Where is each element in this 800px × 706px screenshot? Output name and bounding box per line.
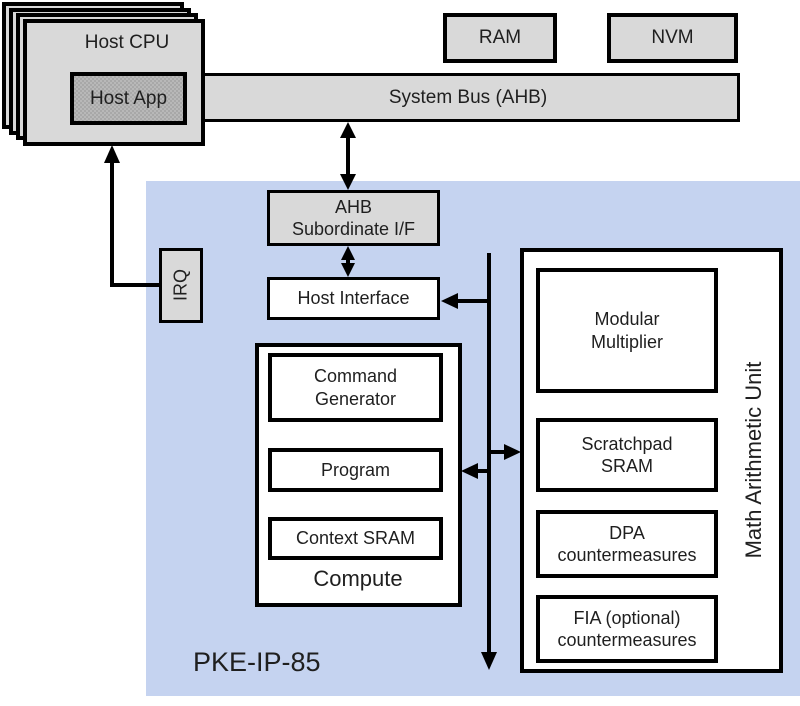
command-generator-line2: Generator: [314, 388, 397, 409]
fia-countermeasures-line1: FIA (optional): [573, 607, 681, 628]
ahb-subordinate-line2: Subordinate I/F: [291, 219, 416, 239]
ram-label: RAM: [478, 27, 522, 49]
irq-box: [159, 248, 203, 323]
program-label: Program: [320, 459, 391, 480]
ahb-subordinate-line1: AHB: [334, 196, 372, 217]
ahb-subordinate-box: AHB Subordinate I/F: [267, 190, 440, 246]
scratchpad-sram-line1: Scratchpad: [581, 433, 673, 454]
host-interface-label: Host Interface: [297, 288, 410, 309]
host-interface-box: Host Interface: [267, 277, 440, 320]
compute-label: Compute: [313, 566, 403, 591]
modular-multiplier-line2: Multiplier: [590, 331, 664, 352]
ram-box: RAM: [443, 13, 557, 63]
host-cpu-label: Host CPU: [84, 32, 170, 53]
command-generator-box: Command Generator: [268, 353, 443, 422]
system-bus: System Bus (AHB): [196, 73, 740, 122]
pke-title: PKE-IP-85: [193, 647, 321, 677]
context-sram-box: Context SRAM: [268, 517, 443, 560]
command-generator-line1: Command: [313, 366, 398, 386]
math-arithmetic-unit-label: Math Arithmetic Unit: [741, 361, 766, 559]
modular-multiplier-box: Modular Multiplier: [536, 268, 718, 393]
dpa-countermeasures-line1: DPA: [609, 522, 645, 543]
host-app-label: Host App: [89, 87, 168, 109]
irq-label: IRQ: [170, 268, 191, 302]
program-box: Program: [268, 448, 443, 492]
nvm-label: NVM: [651, 27, 694, 49]
dpa-countermeasures-box: DPA countermeasures: [536, 510, 718, 578]
fia-countermeasures-box: FIA (optional) countermeasures: [536, 595, 718, 663]
dpa-countermeasures-line2: countermeasures: [557, 545, 697, 565]
arrow-bus-ahb: [340, 122, 356, 190]
scratchpad-sram-box: Scratchpad SRAM: [536, 418, 718, 492]
scratchpad-sram-line2: SRAM: [600, 456, 653, 476]
context-sram-label: Context SRAM: [295, 528, 416, 549]
nvm-box: NVM: [607, 13, 738, 63]
host-app-box: Host App: [70, 72, 187, 125]
fia-countermeasures-line2: countermeasures: [557, 630, 697, 650]
system-bus-label: System Bus (AHB): [388, 86, 548, 108]
modular-multiplier-line1: Modular: [594, 309, 660, 329]
